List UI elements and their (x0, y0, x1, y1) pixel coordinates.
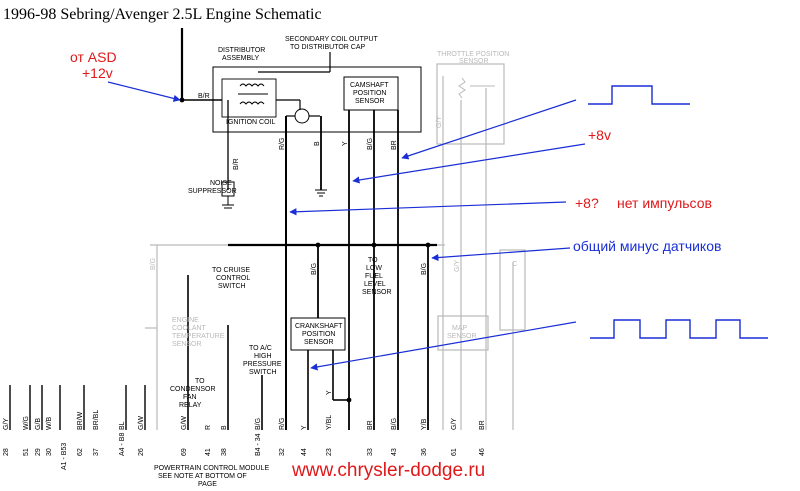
wire-label-br-supp: B/R (233, 158, 240, 170)
pin-color-label: R (205, 425, 212, 430)
pin-number-label: 43 (391, 448, 398, 456)
pcm-label: POWERTRAIN CONTROL MODULE SEE NOTE AT BO… (154, 465, 271, 488)
condensor-relay-label: TO CONDENSOR FAN RELAY (170, 378, 217, 409)
pin-color-label: B/G (391, 418, 398, 430)
pin-number-label: A4 - B8 (119, 433, 126, 456)
pin-color-label: B/G (255, 418, 262, 430)
pin-color-label: BR (479, 420, 486, 430)
no-pulse-voltage-annotation: +8? (575, 195, 599, 211)
page-title: 1996-98 Sebring/Avenger 2.5L Engine Sche… (3, 6, 322, 23)
wire-label-gy-right: G/Y (454, 260, 461, 272)
pin-color-label: W/G (23, 416, 30, 430)
pin-number-label: 26 (138, 448, 145, 456)
asd-voltage-annotation: +12v (82, 65, 113, 81)
pin-color-label: BR/BL (93, 410, 100, 430)
pin-color-label: G/W (138, 416, 145, 430)
annotation-arrows (107, 81, 586, 371)
cruise-control-label: TO CRUISE CONTROL SWITCH (212, 267, 252, 290)
pcm-pin-row: G/Y 28 W/G 51 G/B 29 W/B 30 BR/W 62 BR/BL 37 BL A4 - … (3, 410, 486, 470)
pin-number-label: 37 (93, 448, 100, 456)
pin-number-label: 44 (301, 448, 308, 456)
wire-label-bg-right: B/G (421, 263, 428, 275)
wire-label-br-cam: BR (391, 140, 398, 150)
pin-color-label: G/B (35, 418, 42, 430)
pin-color-label: Y/BL (326, 415, 333, 430)
pin-color-label: G/Y (3, 418, 10, 430)
no-pulse-annotation: нет импульсов (617, 195, 712, 211)
coolant-sensor-label: ENGINE COOLANT TEMPERATURE SENSOR (172, 317, 226, 348)
pin-number-label: 23 (326, 448, 333, 456)
pin-color-label: R/G (279, 418, 286, 430)
ghost-wiring (145, 63, 526, 430)
pin-color-label: BR (367, 420, 374, 430)
wire-label-y-crank: Y (326, 390, 333, 395)
pin-number-label: 32 (279, 448, 286, 456)
camshaft-sensor-label: CAMSHAFT POSITION SENSOR (350, 82, 390, 105)
crankshaft-sensor-label: CRANKSHAFT POSITION SENSOR (295, 323, 344, 346)
single-pulse-waveform (588, 85, 690, 105)
wire-label-br-top: B/R (198, 93, 210, 100)
pin-left-label: A1 - B53 (61, 443, 68, 470)
low-fuel-sensor-label: TO LOW FUEL LEVEL SENSOR (362, 257, 392, 296)
pin-color-label: Y (301, 425, 308, 430)
coil-windings (239, 83, 265, 105)
wire-label-bg-bus-left: B/G (150, 258, 157, 270)
wire-label-b: B (314, 141, 321, 146)
pin-color-label: Y/B (421, 418, 428, 430)
pin-color-label: G/W (181, 416, 188, 430)
pin-number-label: 38 (221, 448, 228, 456)
distributor-label: DISTRIBUTOR ASSEMBLY (218, 47, 267, 62)
site-url: www.chrysler-dodge.ru (291, 460, 485, 481)
wire-label-bg-cam: B/G (367, 138, 374, 150)
pin-number-label: B4 - 34 (255, 433, 262, 456)
ground-annotation: общий минус датчиков (573, 238, 721, 254)
secondary-coil-label: SECONDARY COIL OUTPUT TO DISTRIBUTOR CAP (285, 36, 380, 51)
pin-number-label: 30 (46, 448, 53, 456)
map-sensor-label: MAP SENSOR (447, 325, 477, 340)
wire-label-bg-mid: B/G (311, 263, 318, 275)
pin-color-label: W/B (46, 416, 53, 430)
wire-label-y: Y (342, 141, 349, 146)
pin-color-label: G/Y (451, 418, 458, 430)
wire-label-c-right: C (512, 261, 517, 268)
pin-color-label: BR/W (77, 411, 84, 430)
wire-label-gy-tps: G/Y (436, 116, 443, 128)
pin-number-label: 41 (205, 448, 212, 456)
junction-dots (179, 97, 431, 403)
wire-label-rg: R/G (279, 138, 286, 150)
ground-symbols (221, 181, 327, 209)
pin-number-label: 33 (367, 448, 374, 456)
pin-number-label: 69 (181, 448, 188, 456)
pin-color-label: BL (119, 421, 126, 430)
ignition-coil-box (221, 78, 277, 118)
ignition-coil-label: IGNITION COIL (226, 119, 276, 126)
pin-number-label: 61 (451, 448, 458, 456)
noise-suppressor-label: NOISE SUPPRESSOR (188, 180, 237, 195)
ghost-tps-wiper (458, 77, 495, 99)
pulse-train-waveform (590, 319, 768, 339)
pin-number-label: 29 (35, 448, 42, 456)
throttle-sensor-label: THROTTLE POSITION SENSOR (437, 51, 511, 65)
pin-number-label: 46 (479, 448, 486, 456)
pin-number-label: 28 (3, 448, 10, 456)
pin-number-label: 51 (23, 448, 30, 456)
camshaft-sensor-box (343, 76, 399, 111)
pin-color-label: B (221, 425, 228, 430)
crankshaft-sensor-box (290, 317, 346, 351)
pin-number-label: 62 (77, 448, 84, 456)
pin-number-label: 36 (421, 448, 428, 456)
v8-annotation: +8v (588, 127, 611, 143)
black-wiring (9, 28, 437, 430)
transistor-symbol (294, 108, 310, 124)
ac-switch-label: TO A/C HIGH PRESSURE SWITCH (243, 345, 283, 376)
asd-annotation: от ASD (70, 49, 117, 65)
